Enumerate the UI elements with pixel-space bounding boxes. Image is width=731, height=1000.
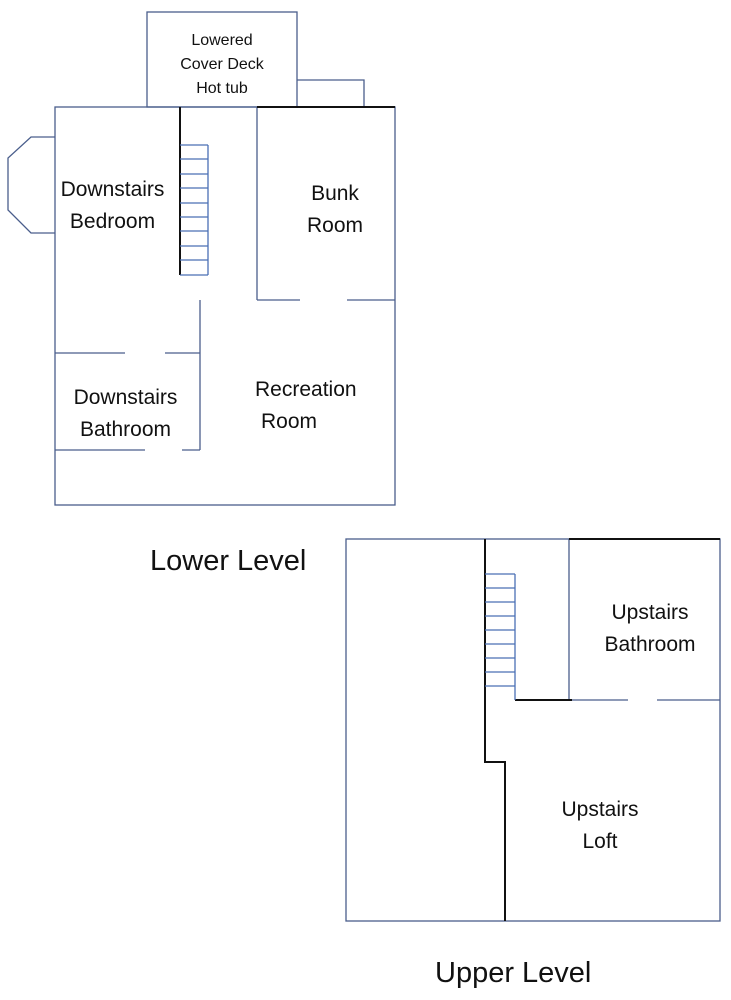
room-label-line: Downstairs: [73, 386, 178, 409]
room-label-line: Recreation: [255, 378, 357, 401]
room-label-line: Downstairs: [60, 178, 165, 201]
upper-level-plan: [345, 538, 721, 922]
room-label-line: Bunk: [311, 182, 359, 205]
loft-wall: [484, 539, 506, 921]
lower-level-plan: [7, 11, 396, 506]
downstairs-bathroom-label: Downstairs Bathroom: [58, 382, 193, 446]
room-label-line: Upstairs: [611, 601, 689, 624]
room-label-line: Loft: [582, 830, 618, 853]
room-label-line: Bathroom: [604, 633, 696, 656]
lower-level-outline: [54, 106, 396, 506]
deck-label-line: Hot tub: [196, 80, 248, 97]
lower-level-title: Lower Level: [150, 545, 307, 577]
upper-dark-walls: [484, 538, 720, 921]
room-label-line: Bedroom: [69, 210, 156, 233]
upstairs-loft-label: Upstairs Loft: [540, 794, 660, 858]
deck-label: Lowered Cover Deck Hot tub: [147, 29, 297, 101]
bunk-room-label: Bunk Room: [285, 178, 385, 242]
upper-level-title: Upper Level: [435, 957, 592, 989]
room-label-line: Room: [261, 410, 318, 433]
upper-level-outline: [345, 538, 721, 922]
room-label-line: Room: [306, 214, 364, 237]
upstairs-bathroom-label: Upstairs Bathroom: [590, 597, 710, 661]
lower-dark-walls: [179, 106, 395, 275]
upper-staircase: [485, 573, 516, 700]
room-label-line: Upstairs: [561, 798, 639, 821]
recreation-room-label: Recreation Room: [255, 374, 375, 438]
deck-extension: [297, 79, 365, 107]
deck-label-line: Cover Deck: [180, 56, 264, 73]
downstairs-bedroom-label: Downstairs Bedroom: [50, 174, 175, 238]
room-label-line: Bathroom: [79, 418, 172, 441]
lower-staircase: [180, 144, 209, 276]
deck-label-line: Lowered: [191, 32, 253, 49]
bay-window: [7, 136, 55, 234]
